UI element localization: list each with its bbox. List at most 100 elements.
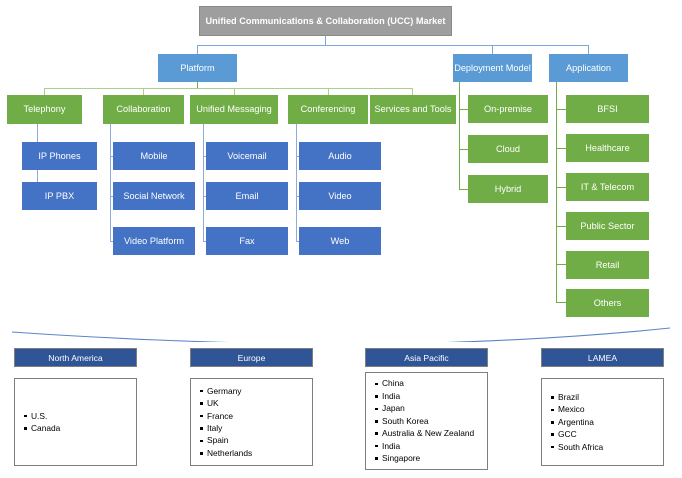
country-list-item: Germany (200, 385, 252, 397)
sub-label-retail: Retail (595, 259, 620, 270)
sub-node-it-telecom: IT & Telecom (566, 173, 649, 201)
sub-node-on-premise: On-premise (468, 95, 548, 123)
leaf-label-voicemail: Voicemail (227, 150, 267, 161)
sub-node-telephony: Telephony (7, 95, 82, 124)
sub-node-retail: Retail (566, 251, 649, 279)
sub-label-on-premise: On-premise (484, 103, 532, 114)
connector-application-to-others (556, 302, 567, 303)
country-list-item: Argentina (551, 416, 603, 428)
category-node-platform: Platform (158, 54, 237, 82)
country-list-north-america: U.S.Canada (15, 410, 60, 435)
country-list-item: South Korea (375, 415, 474, 427)
connector-bus-to-conferencing (328, 88, 329, 95)
region-header-asia-pacific: Asia Pacific (365, 348, 488, 367)
leaf-label-email: Email (235, 190, 259, 201)
leaf-node-social-network: Social Network (113, 182, 195, 210)
country-list-item: Japan (375, 402, 474, 414)
region-header-europe: Europe (190, 348, 313, 367)
connector-collaboration-spine (110, 124, 111, 242)
leaf-label-mobile: Mobile (140, 150, 168, 161)
country-list-item: Canada (24, 422, 60, 434)
sub-label-hybrid: Hybrid (494, 183, 522, 194)
sub-label-conferencing: Conferencing (300, 104, 356, 115)
country-list-item: China (375, 377, 474, 389)
category-node-deployment-model: Deployment Model (453, 54, 532, 82)
sub-label-telephony: Telephony (23, 104, 66, 115)
country-list-item: Australia & New Zealand (375, 427, 474, 439)
connector-bus-to-services-tools (412, 88, 413, 95)
connector-conferencing-spine (296, 124, 297, 242)
connector-deployment-to-on-premise (459, 109, 470, 110)
connector-top-bus (197, 45, 589, 46)
leaf-label-ip-pbx: IP PBX (44, 190, 75, 201)
leaf-node-email: Email (206, 182, 288, 210)
country-list-item: Mexico (551, 403, 603, 415)
sub-node-services-and-tools: Services and Tools (370, 95, 456, 124)
connector-bus-to-telephony (44, 88, 45, 95)
connector-application-spine (556, 82, 557, 302)
connector-application-to-retail (556, 264, 567, 265)
country-list-item: Spain (200, 434, 252, 446)
leaf-node-video-platform: Video Platform (113, 227, 195, 255)
country-list-item: Italy (200, 422, 252, 434)
sub-label-others: Others (593, 297, 622, 308)
sub-label-it-telecom: IT & Telecom (580, 181, 635, 192)
sub-node-healthcare: Healthcare (566, 134, 649, 162)
leaf-label-video-platform: Video Platform (123, 235, 185, 246)
connector-deployment-to-hybrid (459, 189, 470, 190)
connector-to-application (588, 45, 589, 54)
sub-node-hybrid: Hybrid (468, 175, 548, 203)
leaf-label-audio: Audio (328, 150, 352, 161)
country-list-item: Netherlands (200, 447, 252, 459)
leaf-node-mobile: Mobile (113, 142, 195, 170)
sub-label-collaboration: Collaboration (116, 104, 171, 115)
leaf-node-ip-phones: IP Phones (22, 142, 97, 170)
connector-to-platform (197, 45, 198, 54)
category-label-application: Application (566, 62, 611, 73)
sub-label-services-and-tools: Services and Tools (374, 104, 452, 115)
country-list-item: South Africa (551, 441, 603, 453)
country-list-item: U.S. (24, 410, 60, 422)
leaf-node-video: Video (299, 182, 381, 210)
leaf-label-ip-phones: IP Phones (38, 150, 81, 161)
country-list-item: UK (200, 397, 252, 409)
sub-node-collaboration: Collaboration (103, 95, 184, 124)
region-name-north-america: North America (48, 352, 103, 363)
connector-bus-to-unified-messaging (234, 88, 235, 95)
region-header-north-america: North America (14, 348, 137, 367)
country-list-item: India (375, 440, 474, 452)
leaf-node-fax: Fax (206, 227, 288, 255)
connector-application-to-healthcare (556, 148, 567, 149)
connector-platform-drop (197, 82, 198, 89)
category-label-deployment-model: Deployment Model (454, 62, 531, 73)
sub-node-bfsi: BFSI (566, 95, 649, 123)
connector-root-drop (325, 36, 326, 45)
sub-node-public-sector: Public Sector (566, 212, 649, 240)
sub-label-unified-messaging: Unified Messaging (196, 104, 272, 115)
country-list-item: India (375, 390, 474, 402)
connector-application-to-public-sector (556, 226, 567, 227)
sub-label-bfsi: BFSI (597, 103, 618, 114)
leaf-label-video: Video (328, 190, 352, 201)
sub-label-healthcare: Healthcare (585, 142, 630, 153)
sub-node-unified-messaging: Unified Messaging (190, 95, 278, 124)
region-name-lamea: LAMEA (587, 352, 618, 363)
sub-label-cloud: Cloud (495, 143, 520, 154)
leaf-node-ip-pbx: IP PBX (22, 182, 97, 210)
connector-application-to-it-telecom (556, 187, 567, 188)
region-body-north-america: U.S.Canada (14, 378, 137, 466)
sub-node-cloud: Cloud (468, 135, 548, 163)
connector-deployment-to-cloud (459, 149, 470, 150)
leaf-node-audio: Audio (299, 142, 381, 170)
leaf-node-voicemail: Voicemail (206, 142, 288, 170)
root-node-label: Unified Communications & Collaboration (… (205, 15, 446, 26)
category-label-platform: Platform (180, 62, 215, 73)
sub-label-public-sector: Public Sector (580, 220, 635, 231)
connector-to-deployment (492, 45, 493, 54)
category-node-application: Application (549, 54, 628, 82)
